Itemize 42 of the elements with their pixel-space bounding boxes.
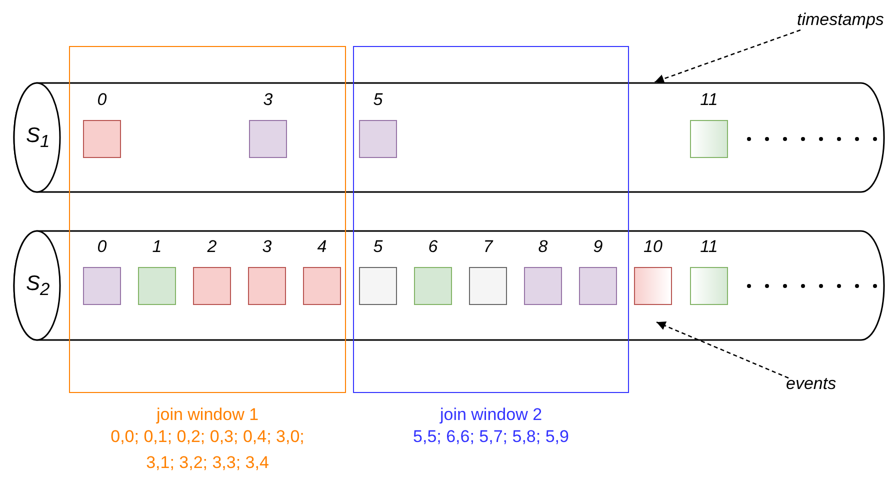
timestamp-number: 10 <box>642 237 664 257</box>
event-square <box>248 267 286 305</box>
timestamp-number: 1 <box>151 237 163 257</box>
event-square <box>579 267 617 305</box>
timestamp-number: 5 <box>372 237 384 257</box>
timestamp-number: 4 <box>316 237 328 257</box>
event-square <box>634 267 672 305</box>
timestamp-number: 11 <box>699 90 719 110</box>
timestamp-number: 2 <box>206 237 218 257</box>
annotation-text: timestamps <box>797 10 884 30</box>
timestamp-number: 3 <box>261 237 273 257</box>
timestamp-number: 3 <box>262 90 274 110</box>
arrow <box>654 29 801 84</box>
event-square <box>83 120 121 158</box>
event-square <box>690 267 728 305</box>
timestamp-number: 0 <box>96 90 108 110</box>
arrow <box>656 322 789 379</box>
event-square <box>193 267 231 305</box>
timestamp-number: 0 <box>96 237 108 257</box>
timestamp-number: 5 <box>372 90 384 110</box>
annotation-text: events <box>786 374 836 394</box>
event-square <box>249 120 287 158</box>
event-square <box>359 267 397 305</box>
window-title: join window 1 <box>155 404 260 426</box>
event-square <box>690 120 728 158</box>
event-square <box>138 267 176 305</box>
event-square <box>469 267 507 305</box>
event-square <box>303 267 341 305</box>
event-square <box>524 267 562 305</box>
window-pairs: 0,0; 0,1; 0,2; 0,3; 0,4; 3,0; 3,1; 3,2; 3,3; 3,4 <box>110 426 306 474</box>
window-title: join window 2 <box>438 404 544 426</box>
timestamp-number: 8 <box>537 237 549 257</box>
timestamp-number: 6 <box>427 237 439 257</box>
timestamp-number: 11 <box>699 237 719 257</box>
window-pairs: 5,5; 6,6; 5,7; 5,8; 5,9 <box>412 426 570 448</box>
stream-label: S$_{2}$ <box>26 272 50 300</box>
event-square <box>414 267 452 305</box>
timestamp-number: 7 <box>482 237 494 257</box>
timestamp-number: 9 <box>592 237 604 257</box>
event-square <box>359 120 397 158</box>
stream-label: S$_{1}$ <box>26 124 50 152</box>
event-square <box>83 267 121 305</box>
